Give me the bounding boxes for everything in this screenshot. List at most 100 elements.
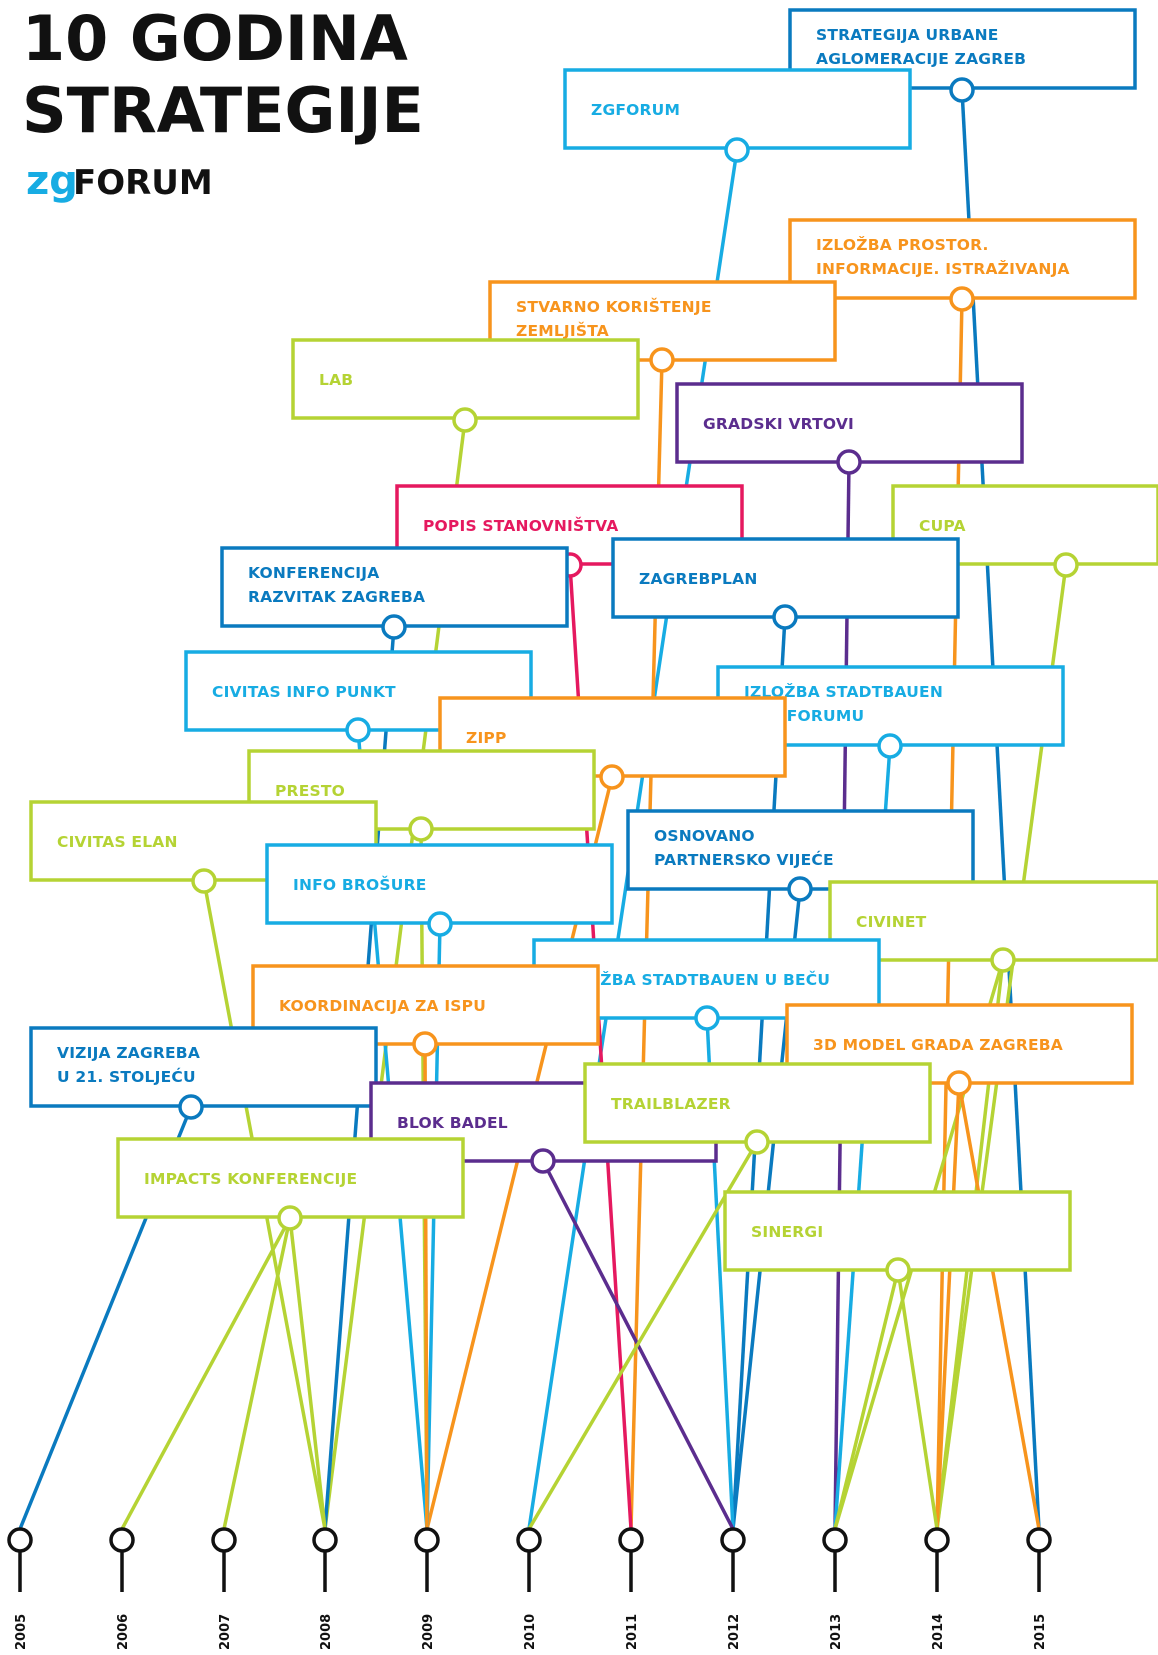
year-label: 2006 (116, 1614, 131, 1650)
event-node-circle (836, 449, 862, 475)
year-label: 2009 (421, 1614, 436, 1650)
event-box-frame (723, 1190, 1072, 1272)
event-node-circle (990, 947, 1016, 973)
event-node-circle (178, 1094, 204, 1120)
event-node-circle (744, 1129, 770, 1155)
connector-strategija-2015 (960, 89, 1041, 1530)
event-box-lab: LAB (291, 338, 640, 433)
year-label: 2011 (625, 1614, 640, 1650)
event-box-zagrebplan: ZAGREBPLAN (611, 537, 960, 630)
connector-impacts-2008 (288, 1217, 327, 1530)
event-box-frame (788, 218, 1137, 300)
year-node-circle (7, 1527, 33, 1553)
event-label: POPIS STANOVNIŠTVA (423, 516, 619, 535)
event-box-frame (675, 382, 1024, 464)
event-label: AGLOMERACIJE ZAGREB (816, 50, 1026, 68)
event-label: STVARNO KORIŠTENJE (516, 297, 712, 316)
year-marker-2005: 2005 (7, 1527, 33, 1650)
event-node-circle (877, 733, 903, 759)
event-label: IZLOŽBA STADTBAUEN U BEČU (560, 970, 830, 989)
connector-3d-model-2015 (957, 1082, 1041, 1530)
connector-trailblazer-2010 (527, 1141, 759, 1530)
year-marker-2008: 2008 (312, 1527, 338, 1650)
event-box-gradski-vrtovi: GRADSKI VRTOVI (675, 382, 1024, 475)
year-node-circle (211, 1527, 237, 1553)
year-node-circle (109, 1527, 135, 1553)
year-label: 2005 (14, 1614, 29, 1650)
event-label: ZGFORUM (591, 101, 680, 119)
event-label: TRAILBLAZER (611, 1095, 731, 1113)
event-label: RAZVITAK ZAGREBA (248, 588, 425, 606)
year-marker-2010: 2010 (516, 1527, 542, 1650)
year-marker-2006: 2006 (109, 1527, 135, 1650)
connector-impacts-2006 (120, 1217, 292, 1530)
year-node-circle (618, 1527, 644, 1553)
year-label: 2013 (829, 1614, 844, 1650)
event-label: KONFERENCIJA (248, 564, 379, 582)
event-node-circle (599, 764, 625, 790)
year-node-circle (924, 1527, 950, 1553)
event-box-izlozba-prostor: IZLOŽBA PROSTOR. INFORMACIJE. ISTRAŽIVANJ… (788, 218, 1137, 312)
event-node-circle (724, 137, 750, 163)
year-marker-2011: 2011 (618, 1527, 644, 1650)
event-label: GRADSKI VRTOVI (703, 415, 854, 433)
year-node-circle (822, 1527, 848, 1553)
event-label: KOORDINACIJA ZA ISPU (279, 997, 486, 1015)
event-label: INFORMACIJE. ISTRAŽIVANJA (816, 259, 1070, 278)
event-node-circle (412, 1031, 438, 1057)
event-label: CIVINET (856, 913, 927, 931)
year-label: 2012 (727, 1614, 742, 1650)
event-box-frame (29, 1026, 378, 1108)
event-node-circle (427, 911, 453, 937)
event-node-circle (949, 77, 975, 103)
year-node-circle (414, 1527, 440, 1553)
page-title-line1: 10 GODINA (22, 2, 408, 75)
event-box-3d-model: 3D MODEL GRADA ZAGREBA (785, 1003, 1134, 1096)
connector-sinergi-2013 (833, 1269, 900, 1530)
event-label: PRESTO (275, 782, 345, 800)
event-node-circle (530, 1148, 556, 1174)
year-label: 2010 (523, 1614, 538, 1650)
event-label: VIZIJA ZAGREBA (57, 1044, 200, 1062)
year-marker-2015: 2015 (1026, 1527, 1052, 1650)
year-node-circle (720, 1527, 746, 1553)
event-box-sinergi: SINERGI (723, 1190, 1072, 1283)
logo-forum: FORUM (73, 163, 213, 203)
event-node-circle (345, 717, 371, 743)
event-label: CUPA (919, 517, 966, 535)
event-label: BLOK BADEL (397, 1114, 508, 1132)
connector-impacts-2007 (222, 1217, 292, 1530)
event-box-frame (891, 484, 1158, 566)
event-node-circle (452, 407, 478, 433)
event-box-zgforum: ZGFORUM (563, 68, 912, 163)
event-node-circle (381, 614, 407, 640)
year-marker-2007: 2007 (211, 1527, 237, 1650)
year-node-circle (312, 1527, 338, 1553)
event-label: SINERGI (751, 1223, 823, 1241)
year-marker-2014: 2014 (924, 1527, 950, 1650)
connector-3d-model-2014 (935, 1082, 961, 1530)
event-box-frame (626, 809, 975, 891)
event-box-trailblazer: TRAILBLAZER (583, 1062, 932, 1155)
year-marker-2009: 2009 (414, 1527, 440, 1650)
zgforum-logo: zg FORUM (26, 158, 213, 204)
event-node-circle (772, 604, 798, 630)
event-node-circle (949, 286, 975, 312)
event-label: IZLOŽBA PROSTOR. (816, 235, 989, 254)
event-label: INFO BROŠURE (293, 875, 427, 894)
event-box-impacts: IMPACTS KONFERENCIJE (116, 1137, 465, 1231)
event-box-frame (488, 280, 837, 362)
event-node-circle (649, 347, 675, 373)
event-node-circle (408, 816, 434, 842)
year-node-circle (1026, 1527, 1052, 1553)
event-node-circle (694, 1005, 720, 1031)
year-label: 2008 (319, 1614, 334, 1650)
event-label: 3D MODEL GRADA ZAGREBA (813, 1036, 1063, 1054)
year-node-circle (516, 1527, 542, 1553)
